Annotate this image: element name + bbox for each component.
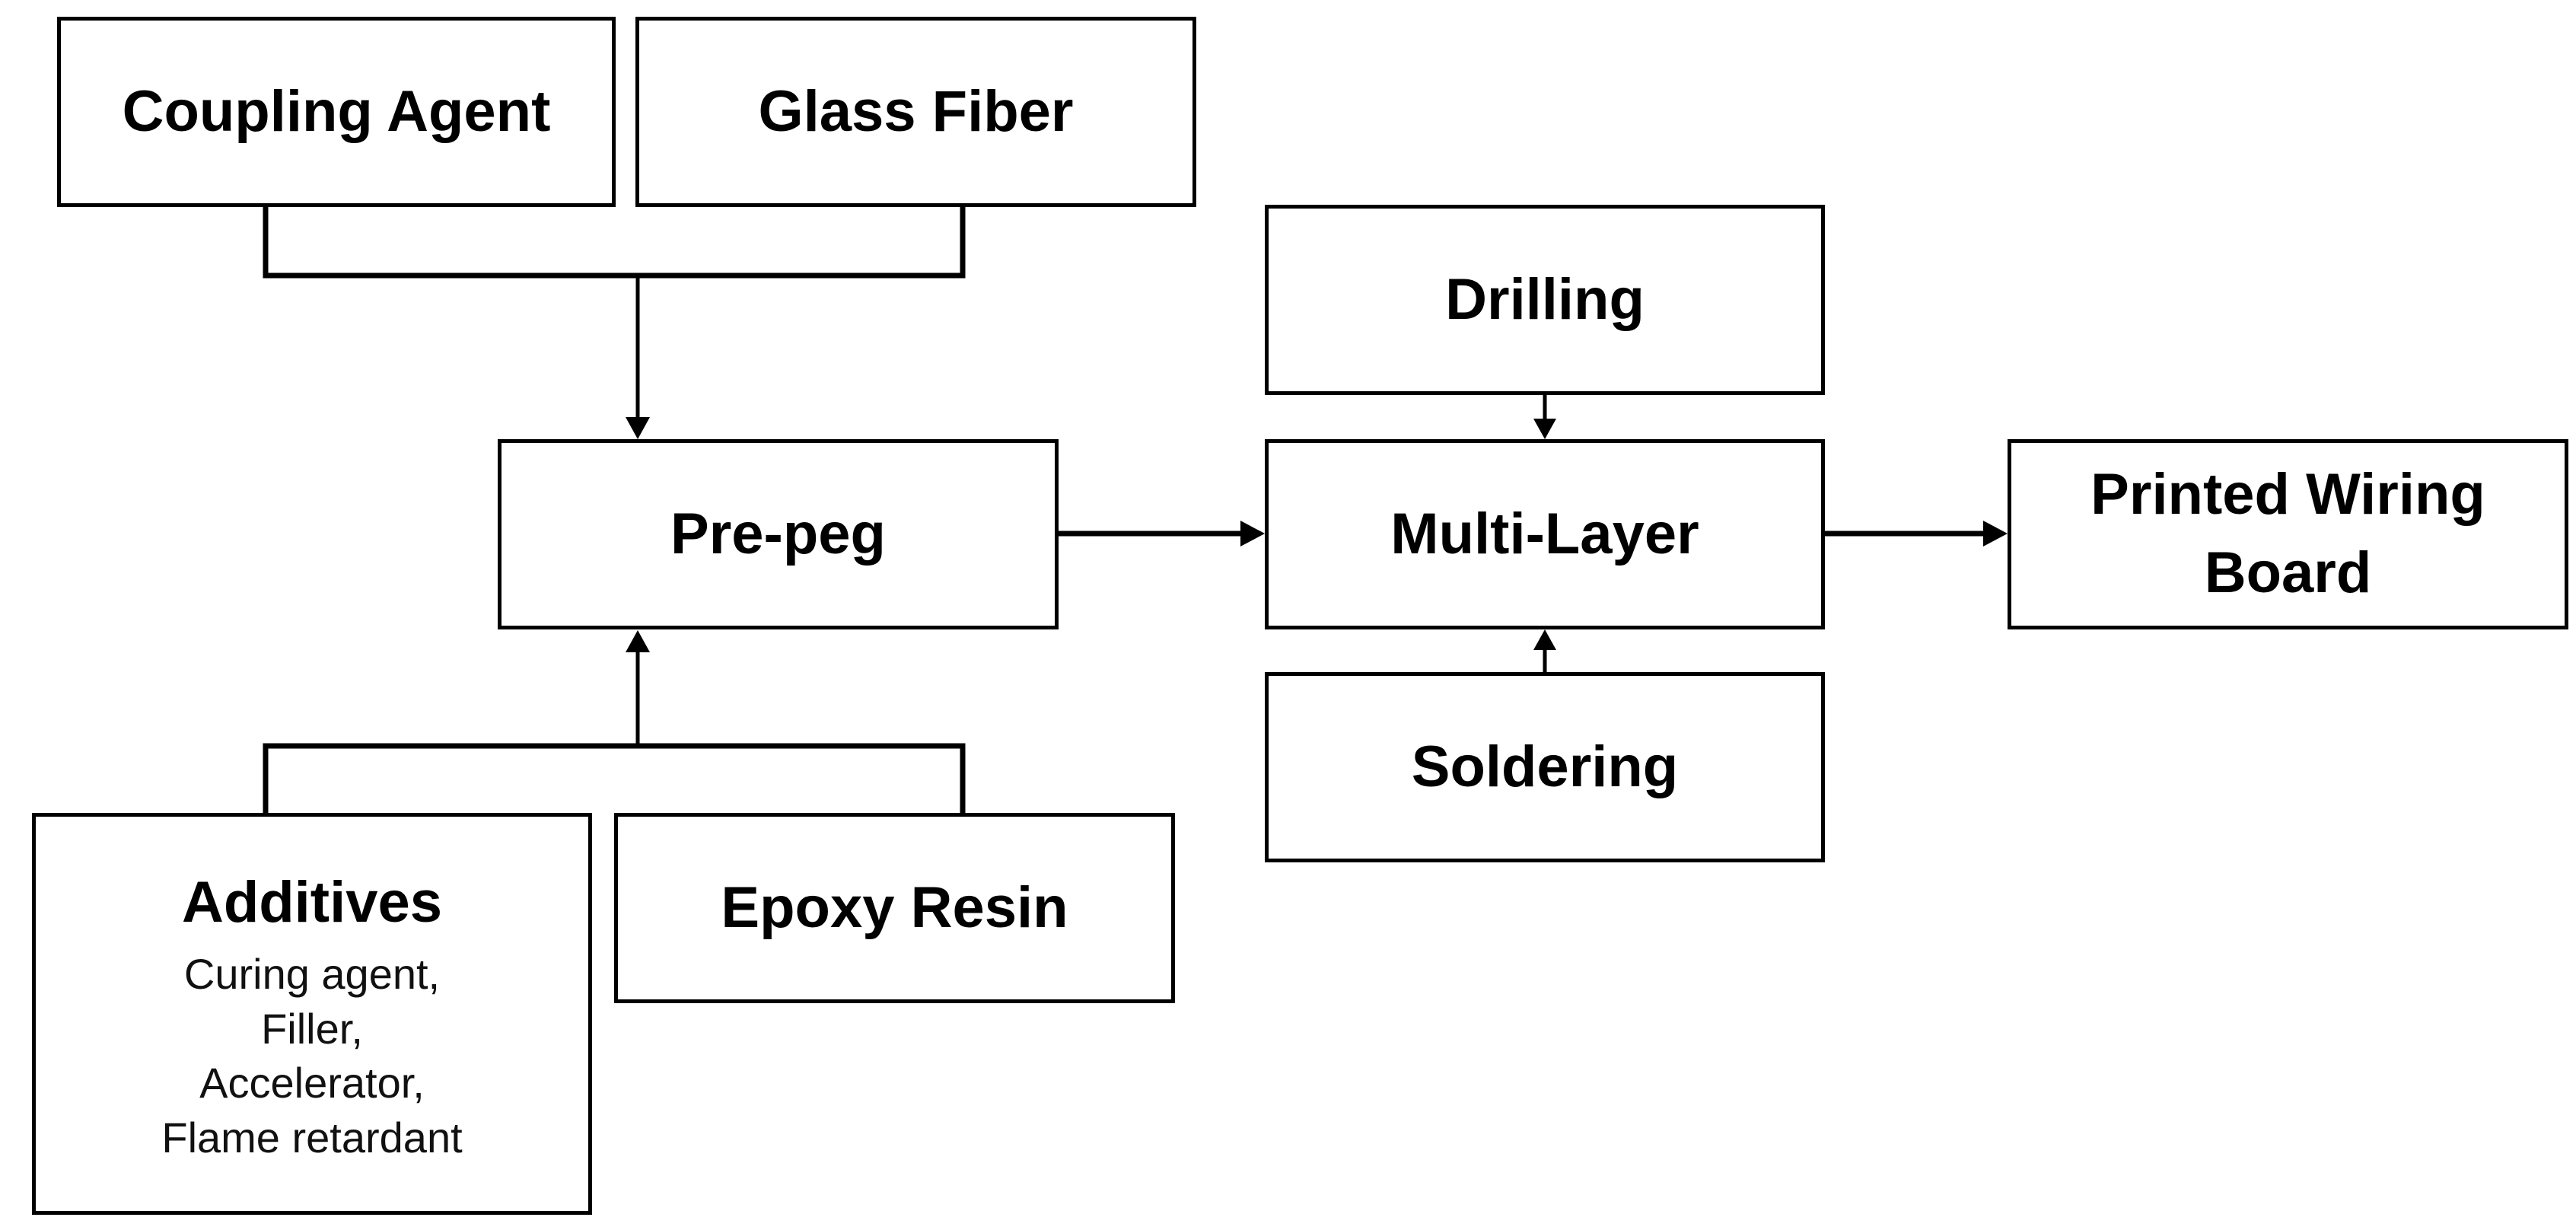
node-printed-wiring-board: Printed Wiring Board [2008, 439, 2568, 629]
node-epoxy-resin: Epoxy Resin [614, 813, 1175, 1003]
arrowhead-drilling-to-multilayer [1533, 419, 1556, 439]
node-glass-fiber-label: Glass Fiber [758, 78, 1074, 144]
node-glass-fiber: Glass Fiber [635, 17, 1196, 207]
node-drilling-label: Drilling [1445, 266, 1645, 332]
arrowhead-prepeg-to-multilayer [1240, 521, 1265, 546]
arrowhead-bottom-to-prepeg [626, 630, 650, 652]
node-coupling-agent: Coupling Agent [57, 17, 616, 207]
node-drilling: Drilling [1265, 205, 1825, 395]
bracket-bottom [263, 743, 966, 816]
node-additives-detail-filler: Filler, [261, 1004, 363, 1053]
node-additives-detail-flame-retardant: Flame retardant [161, 1113, 463, 1161]
connector-bottom-inputs [263, 743, 966, 816]
arrowhead-multilayer-to-pwb [1983, 521, 2008, 546]
node-additives: Additives Curing agent, Filler, Accelera… [32, 813, 592, 1215]
node-additives-label: Additives [181, 870, 443, 935]
node-additives-detail-curing-agent: Curing agent, [183, 949, 441, 998]
node-multi-layer: Multi-Layer [1265, 439, 1825, 629]
node-soldering-label: Soldering [1411, 734, 1679, 799]
node-prepeg: Pre-peg [498, 439, 1059, 629]
connector-top-inputs [263, 204, 966, 279]
arrowhead-soldering-to-multilayer [1533, 629, 1556, 650]
node-prepeg-label: Pre-peg [670, 501, 886, 566]
bracket-top [263, 204, 966, 279]
node-multi-layer-label: Multi-Layer [1390, 501, 1699, 566]
node-epoxy-resin-label: Epoxy Resin [721, 875, 1068, 940]
node-coupling-agent-label: Coupling Agent [122, 78, 551, 144]
node-additives-detail-accelerator: Accelerator, [199, 1059, 425, 1107]
node-pwb-label-line1: Printed Wiring [2090, 462, 2485, 527]
arrowhead-inputs-to-prepeg [626, 417, 650, 439]
node-pwb-label-line2: Board [2204, 540, 2372, 605]
node-soldering: Soldering [1265, 672, 1825, 862]
